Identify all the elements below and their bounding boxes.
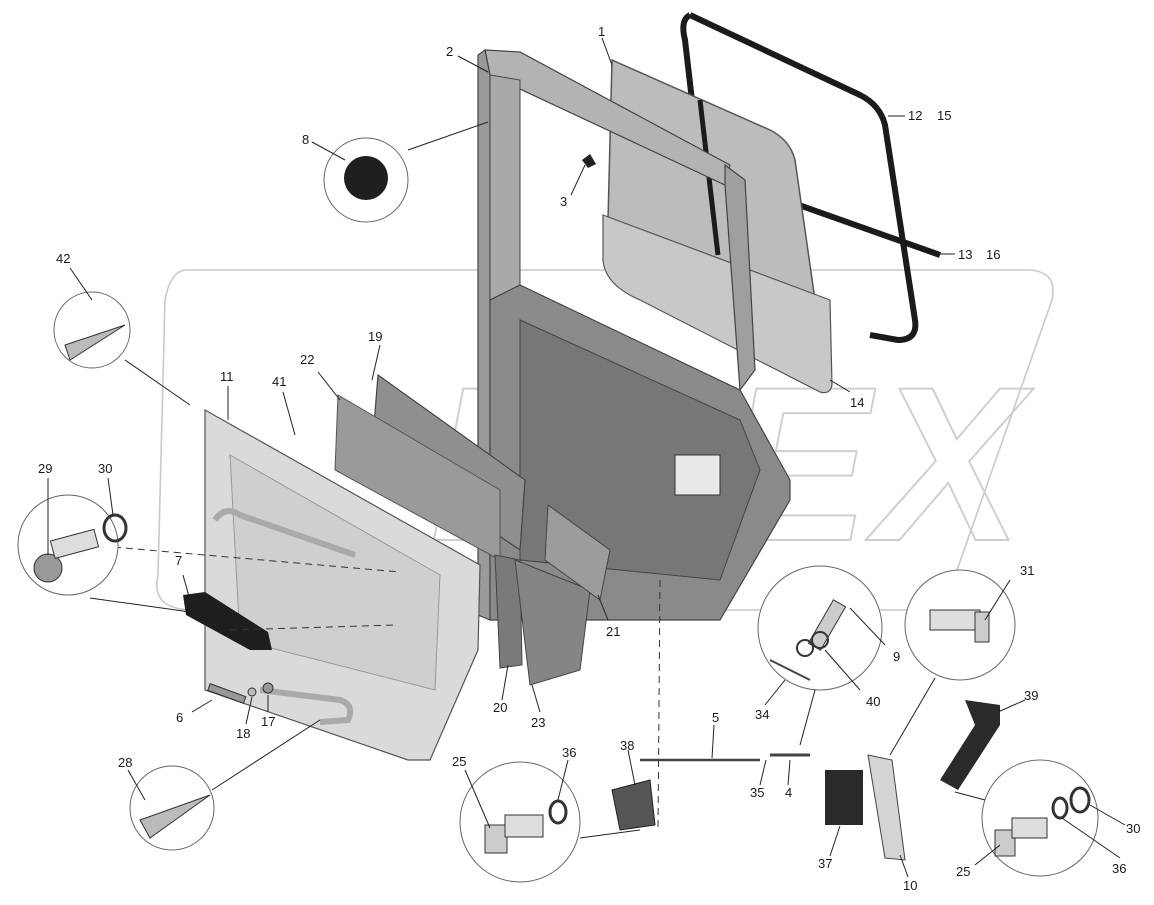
- label-40: 40: [866, 694, 880, 709]
- label-1: 1: [598, 24, 605, 39]
- screw-6: [207, 683, 247, 704]
- label-25a: 25: [452, 754, 466, 769]
- label-5: 5: [712, 710, 719, 725]
- label-25b: 25: [956, 864, 970, 879]
- lever-39: [940, 700, 1000, 790]
- label-10: 10: [903, 878, 917, 893]
- window-seal: [688, 12, 919, 344]
- callout-8: [323, 121, 489, 223]
- label-8: 8: [302, 132, 309, 147]
- label-9: 9: [893, 649, 900, 664]
- label-38: 38: [620, 738, 634, 753]
- leader-lines: [47, 37, 1126, 878]
- label-29: 29: [38, 461, 52, 476]
- assembly-lines: [89, 544, 661, 831]
- window-seal-lower: [680, 12, 942, 258]
- label-31: 31: [1020, 563, 1034, 578]
- clip-18: [247, 687, 257, 697]
- lock-37: [825, 770, 863, 825]
- door-trim-panel: [204, 408, 481, 761]
- label-22: 22: [300, 352, 314, 367]
- label-12: 12: [908, 108, 922, 123]
- label-41: 41: [272, 374, 286, 389]
- clip-3: [582, 154, 596, 168]
- label-14: 14: [850, 395, 864, 410]
- label-18: 18: [236, 726, 250, 741]
- callout-25-36-30-right: [954, 759, 1099, 877]
- callout-25-36-left: [459, 761, 641, 883]
- label-20: 20: [493, 700, 507, 715]
- label-19: 19: [368, 329, 382, 344]
- label-37: 37: [818, 856, 832, 871]
- bracket-38: [611, 779, 656, 831]
- callout-28: [129, 719, 321, 851]
- label-15: 15: [937, 108, 951, 123]
- label-6: 6: [176, 710, 183, 725]
- door-handle: [183, 592, 272, 650]
- label-30a: 30: [98, 461, 112, 476]
- trim-20: [494, 554, 523, 669]
- label-36a: 36: [562, 745, 576, 760]
- label-16: 16: [986, 247, 1000, 262]
- label-13: 13: [958, 247, 972, 262]
- label-42: 42: [56, 251, 70, 266]
- clip-17: [262, 682, 274, 694]
- label-39: 39: [1024, 688, 1038, 703]
- bracket-10: [867, 754, 906, 861]
- window-glass-lower: [602, 214, 833, 394]
- label-35: 35: [750, 785, 764, 800]
- callout-42: [53, 291, 191, 406]
- part-labels: 1 2 3 8 12 15 13 16 42 19 22 11 41 14 29…: [38, 24, 1140, 893]
- label-11: 11: [220, 369, 234, 384]
- callout-9-34-40: [757, 565, 883, 746]
- label-36b: 36: [1112, 861, 1126, 876]
- label-34: 34: [755, 707, 769, 722]
- pocket-23: [514, 559, 591, 686]
- label-17: 17: [261, 714, 275, 729]
- label-21: 21: [606, 624, 620, 639]
- label-23: 23: [531, 715, 545, 730]
- label-7: 7: [175, 553, 182, 568]
- label-28: 28: [118, 755, 132, 770]
- label-4: 4: [785, 785, 792, 800]
- callout-31: [889, 569, 1016, 756]
- label-3: 3: [560, 194, 567, 209]
- label-30b: 30: [1126, 821, 1140, 836]
- label-2: 2: [446, 44, 453, 59]
- callout-29-30: [17, 494, 191, 613]
